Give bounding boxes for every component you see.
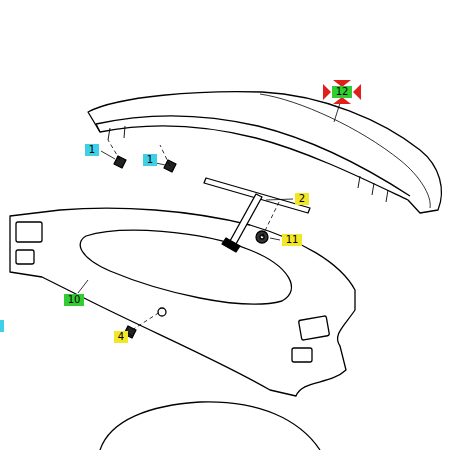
callout-number: 1 (143, 154, 157, 166)
handlebar-housing (10, 208, 355, 396)
callout-number: 1 (85, 144, 99, 156)
partial-callout (0, 320, 4, 332)
callout-number: 12 (332, 86, 353, 98)
callout-number: 11 (282, 234, 303, 246)
leader-line (78, 100, 341, 336)
cover-edge (96, 116, 410, 196)
switch-hole (16, 222, 42, 242)
assembly-line (108, 140, 280, 330)
callout-number: 2 (295, 193, 309, 205)
switch-hole (16, 250, 34, 264)
mount-hole (158, 308, 166, 316)
cover-ridge (260, 94, 430, 208)
callout-number: 4 (114, 331, 128, 343)
highlight-marker (323, 80, 361, 104)
lower-shell (100, 402, 320, 450)
switch-hole (298, 316, 329, 341)
bolt-head (222, 238, 240, 252)
screw (114, 156, 126, 168)
switch-hole (292, 348, 312, 362)
upper-cover (88, 92, 441, 213)
callout-number: 10 (64, 294, 85, 306)
display-window (80, 230, 291, 304)
